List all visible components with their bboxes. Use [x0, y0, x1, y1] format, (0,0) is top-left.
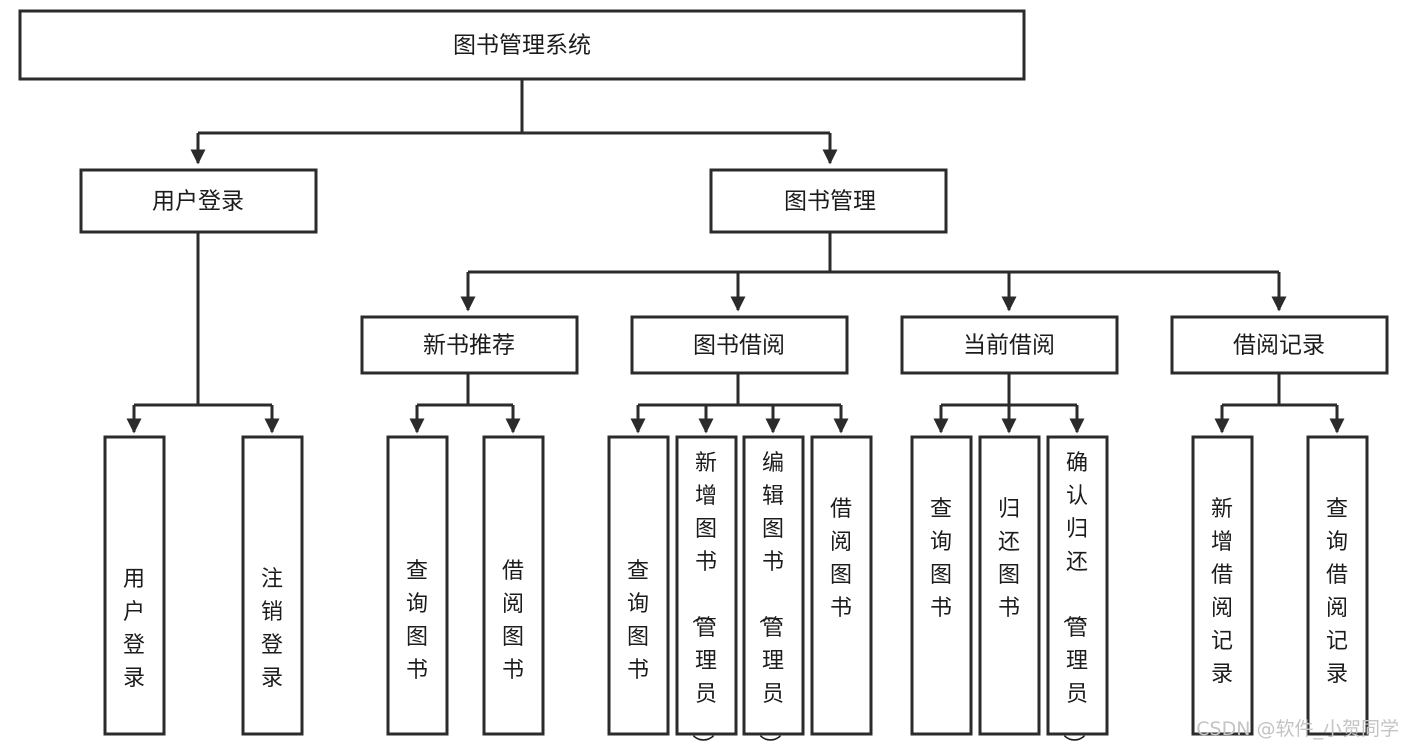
node-leaf-12[interactable]: 新增借阅记录 — [1191, 435, 1254, 736]
connector-group-borrow-to-leaves — [630, 373, 849, 434]
node-leaf-13-box[interactable] — [1306, 435, 1369, 736]
node-leaf-7-label: 编辑图书（管理员） — [756, 451, 784, 747]
node-root-label: 图书管理系统 — [453, 33, 591, 59]
node-leaf-3-label: 查询图书 — [406, 559, 428, 683]
node-leaf-10-label: 归还图书 — [998, 497, 1020, 621]
node-newbook[interactable]: 新书推荐 — [360, 315, 579, 375]
node-leaf-11-label: 确认归还（管理员） — [1060, 451, 1088, 747]
node-login-label: 用户登录 — [152, 189, 244, 215]
node-leaf-9-box[interactable] — [910, 435, 973, 736]
node-leaf-4-box[interactable] — [482, 435, 545, 736]
node-borrow[interactable]: 图书借阅 — [630, 315, 849, 375]
node-login-box[interactable] — [79, 168, 318, 234]
node-current-label: 当前借阅 — [963, 333, 1055, 359]
node-leaf-11-box[interactable] — [1046, 435, 1109, 736]
node-newbook-label: 新书推荐 — [423, 333, 515, 359]
connector-group-current-to-leaves — [933, 373, 1085, 434]
node-leaf-6-label: 新增图书（管理员） — [689, 451, 717, 747]
node-records-label: 借阅记录 — [1233, 333, 1325, 359]
node-leaf-13[interactable]: 查询借阅记录 — [1306, 435, 1369, 736]
connector-group-newbook-to-leaves — [409, 373, 521, 434]
node-current-box[interactable] — [900, 315, 1119, 375]
node-current[interactable]: 当前借阅 — [900, 315, 1119, 375]
node-leaf-8-box[interactable] — [810, 435, 873, 736]
node-leaf-13-label: 查询借阅记录 — [1326, 497, 1348, 687]
node-leaf-2[interactable]: 注销登录 — [241, 435, 304, 736]
node-leaf-10[interactable]: 归还图书 — [978, 435, 1041, 736]
node-records[interactable]: 借阅记录 — [1170, 315, 1389, 375]
node-leaf-3[interactable]: 查询图书 — [386, 435, 449, 736]
node-leaf-1-label: 用户登录 — [123, 567, 145, 691]
connector-group-login-to-leaves — [126, 232, 280, 434]
node-leaf-6-box[interactable] — [675, 435, 738, 736]
node-leaf-1-box[interactable] — [103, 435, 166, 736]
node-leaf-12-box[interactable] — [1191, 435, 1254, 736]
node-leaf-5-label: 查询图书 — [627, 559, 649, 683]
node-newbook-box[interactable] — [360, 315, 579, 375]
node-leaf-11[interactable]: 确认归还（管理员） — [1046, 435, 1109, 747]
node-leaf-10-box[interactable] — [978, 435, 1041, 736]
node-bookmgmt[interactable]: 图书管理 — [709, 168, 948, 234]
node-leaf-7[interactable]: 编辑图书（管理员） — [742, 435, 805, 747]
node-leaf-8[interactable]: 借阅图书 — [810, 435, 873, 736]
connector-group-bookmgmt-to-level3 — [460, 232, 1287, 312]
node-login[interactable]: 用户登录 — [79, 168, 318, 234]
node-records-box[interactable] — [1170, 315, 1389, 375]
connector-group-records-to-leaves — [1214, 373, 1345, 434]
node-leaf-5-box[interactable] — [607, 435, 670, 736]
node-bookmgmt-box[interactable] — [709, 168, 948, 234]
node-leaf-9[interactable]: 查询图书 — [910, 435, 973, 736]
node-leaf-4-label: 借阅图书 — [502, 559, 524, 683]
node-leaf-8-label: 借阅图书 — [830, 497, 852, 621]
node-borrow-box[interactable] — [630, 315, 849, 375]
node-root[interactable]: 图书管理系统 — [18, 9, 1026, 81]
node-leaf-2-box[interactable] — [241, 435, 304, 736]
csdn-watermark: CSDN @软件_小贺同学 — [1196, 718, 1399, 740]
node-leaf-1[interactable]: 用户登录 — [103, 435, 166, 736]
node-leaf-3-box[interactable] — [386, 435, 449, 736]
node-borrow-label: 图书借阅 — [693, 333, 785, 359]
node-bookmgmt-label: 图书管理 — [784, 189, 876, 215]
node-root-box[interactable] — [18, 9, 1026, 81]
node-leaf-4[interactable]: 借阅图书 — [482, 435, 545, 736]
node-leaf-6[interactable]: 新增图书（管理员） — [675, 435, 738, 747]
connector-group-root-to-level2 — [190, 79, 838, 165]
node-leaf-2-label: 注销登录 — [261, 567, 283, 691]
node-leaf-5[interactable]: 查询图书 — [607, 435, 670, 736]
node-leaf-12-label: 新增借阅记录 — [1211, 497, 1233, 687]
node-leaf-7-box[interactable] — [742, 435, 805, 736]
node-leaf-9-label: 查询图书 — [930, 497, 952, 621]
